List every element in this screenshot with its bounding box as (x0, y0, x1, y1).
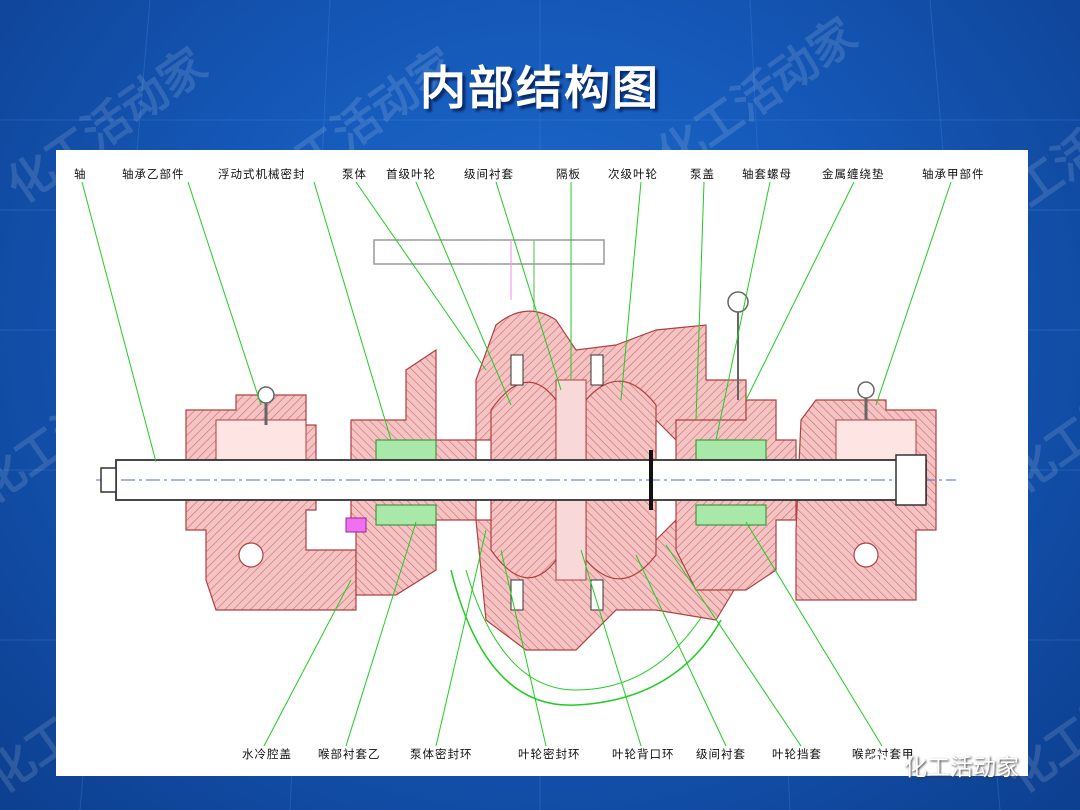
label-shaft-sleeve-nut: 轴套螺母 (742, 167, 792, 181)
wechat-icon (864, 752, 898, 778)
label-interstage-bushing: 级间衬套 (464, 167, 514, 181)
label-bearing-b-assembly: 轴承乙部件 (122, 167, 185, 181)
pump-drawing (96, 239, 956, 706)
label-interstage-bushing-bottom: 级间衬套 (696, 747, 746, 761)
label-diaphragm: 隔板 (556, 167, 581, 181)
label-pump-body: 泵体 (342, 167, 367, 181)
label-throat-bushing-b: 喉部衬套乙 (318, 747, 381, 761)
label-water-cooling-cover: 水冷腔盖 (242, 747, 292, 761)
pump-cross-section-diagram: 轴 轴承乙部件 浮动式机械密封 泵体 首级叶轮 级间衬套 隔板 次级叶轮 泵盖 … (56, 150, 1028, 776)
brand-watermark: 化工活动家 (864, 748, 1019, 782)
label-first-stage-impeller: 首级叶轮 (386, 167, 436, 181)
label-floating-mechanical-seal: 浮动式机械密封 (218, 167, 306, 181)
label-impeller-seal-ring: 叶轮密封环 (518, 747, 581, 761)
label-spiral-wound-gasket: 金属缠绕垫 (822, 167, 885, 181)
label-second-stage-impeller: 次级叶轮 (608, 167, 658, 181)
label-impeller-retaining-sleeve: 叶轮挡套 (772, 747, 822, 761)
brand-name: 化工活动家 (904, 755, 1019, 781)
label-pump-cover: 泵盖 (690, 167, 715, 181)
label-impeller-back-ring: 叶轮背口环 (612, 747, 675, 761)
label-bearing-a-assembly: 轴承甲部件 (922, 167, 985, 181)
label-casing-seal-ring: 泵体密封环 (410, 747, 473, 761)
label-shaft: 轴 (74, 167, 87, 181)
lifting-bracket (373, 239, 605, 265)
slide-title: 内部结构图 (420, 61, 660, 115)
